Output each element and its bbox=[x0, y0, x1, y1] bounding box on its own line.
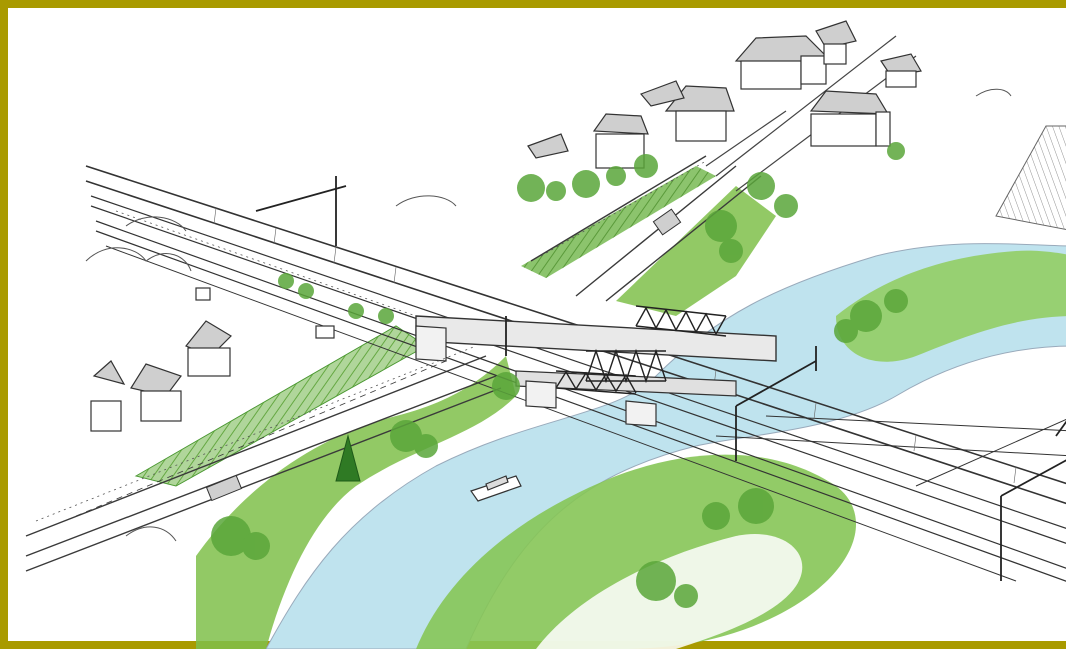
house bbox=[881, 54, 921, 87]
car bbox=[207, 476, 242, 501]
house bbox=[528, 134, 568, 158]
illustration bbox=[16, 16, 1066, 649]
house bbox=[91, 361, 124, 431]
house bbox=[736, 36, 826, 89]
field bbox=[996, 126, 1066, 231]
truck bbox=[653, 209, 680, 235]
house bbox=[186, 321, 231, 376]
house bbox=[811, 91, 890, 146]
railway-crossing-sketch bbox=[16, 16, 1066, 649]
house bbox=[131, 364, 181, 421]
